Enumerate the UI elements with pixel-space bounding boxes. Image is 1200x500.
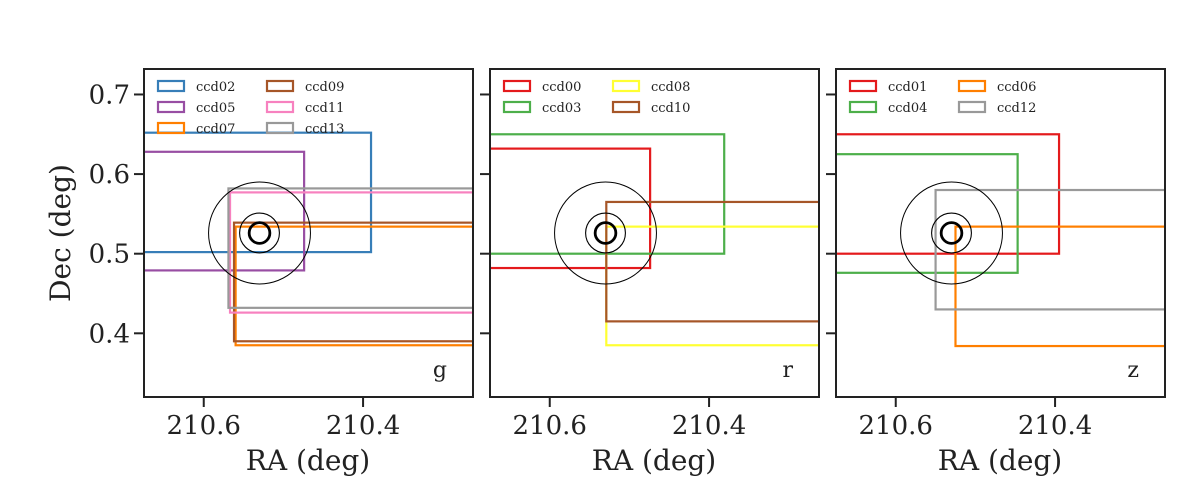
legend-swatch-ccd07 xyxy=(156,121,186,135)
legend-swatch-ccd12 xyxy=(957,100,987,114)
y-tick-label: 0.7 xyxy=(89,80,130,110)
y-tick-label: 0.5 xyxy=(89,240,130,270)
legend-label-ccd11: ccd11 xyxy=(305,101,344,116)
legend-swatch-ccd11 xyxy=(265,100,295,114)
band-label: z xyxy=(1127,358,1139,383)
y-tick-label: 0.6 xyxy=(89,160,130,190)
plot-area xyxy=(490,133,819,347)
axes-frame xyxy=(835,68,1166,398)
legend-swatch-ccd03 xyxy=(502,100,532,114)
legend-swatch-ccd06 xyxy=(957,79,987,93)
footprint-ccd09 xyxy=(232,221,473,343)
legend-label-ccd09: ccd09 xyxy=(305,80,344,95)
target-circle-inner xyxy=(247,221,272,245)
target-circle-outer xyxy=(554,181,657,285)
y-axis-label: Dec (deg) xyxy=(44,164,77,302)
legend-label-ccd07: ccd07 xyxy=(196,122,235,137)
x-tick-label: 210.6 xyxy=(513,411,587,441)
band-label: g xyxy=(433,358,447,383)
footprint-ccd13 xyxy=(227,187,473,309)
legend-label-ccd08: ccd08 xyxy=(651,80,690,95)
target-circle-middle xyxy=(585,212,626,254)
legend-label-ccd01: ccd01 xyxy=(888,80,927,95)
footprint-ccd08 xyxy=(605,225,819,347)
legend-swatch-ccd08 xyxy=(611,79,641,93)
y-tick-label: 0.4 xyxy=(89,319,130,349)
footprint-ccd06 xyxy=(954,225,1165,348)
target-circle-outer xyxy=(208,181,311,285)
x-tick-label: 210.6 xyxy=(167,411,241,441)
footprint-ccd01 xyxy=(836,133,1061,255)
legend-label-ccd13: ccd13 xyxy=(305,122,344,137)
target-circle-outer xyxy=(900,181,1003,285)
legend-label-ccd03: ccd03 xyxy=(542,101,581,116)
legend-label-ccd02: ccd02 xyxy=(196,80,235,95)
x-tick-label: 210.6 xyxy=(859,411,933,441)
footprint-ccd12 xyxy=(934,188,1165,311)
legend-label-ccd12: ccd12 xyxy=(997,101,1036,116)
plot-area xyxy=(836,133,1165,348)
legend-label-ccd10: ccd10 xyxy=(651,101,690,116)
legend-swatch-ccd10 xyxy=(611,100,641,114)
x-axis-label: RA (deg) xyxy=(938,444,1062,477)
legend-swatch-ccd13 xyxy=(265,121,295,135)
legend-label-ccd00: ccd00 xyxy=(542,80,581,95)
legend-swatch-ccd01 xyxy=(848,79,878,93)
footprint-ccd00 xyxy=(490,147,652,270)
footprint-ccd11 xyxy=(228,191,473,314)
footprint-ccd03 xyxy=(490,133,726,255)
target-circle-middle xyxy=(931,212,972,254)
x-axis-label: RA (deg) xyxy=(592,444,716,477)
target-circle-middle xyxy=(239,212,280,254)
panel-g: RA (deg) 210.6 210.4 0.4 0.5 0.6 0.7 g ccd02 ccd… xyxy=(89,68,474,477)
x-tick-label: 210.4 xyxy=(326,411,400,441)
legend-swatch-ccd02 xyxy=(156,79,186,93)
legend-swatch-ccd09 xyxy=(265,79,295,93)
legend-label-ccd05: ccd05 xyxy=(196,101,235,116)
legend-swatch-ccd05 xyxy=(156,100,186,114)
x-axis-label: RA (deg) xyxy=(246,444,370,477)
target-circle-inner xyxy=(939,221,964,245)
footprint-ccd04 xyxy=(836,153,1019,274)
x-tick-label: 210.4 xyxy=(1018,411,1092,441)
band-label: r xyxy=(782,358,793,383)
legend-swatch-ccd00 xyxy=(502,79,532,93)
panel-r: RA (deg) 210.6 210.4 r ccd00 ccd03 ccd08 ccd10 xyxy=(480,68,820,477)
plot-area xyxy=(144,131,473,347)
axes-frame xyxy=(489,68,820,398)
target-circle-inner xyxy=(593,221,618,245)
axes-frame xyxy=(143,68,474,398)
legend-label-ccd06: ccd06 xyxy=(997,80,1036,95)
footprint-ccd07 xyxy=(234,225,473,347)
footprint-ccd05 xyxy=(144,150,306,272)
footprint-ccd10 xyxy=(605,200,819,323)
x-tick-label: 210.4 xyxy=(672,411,746,441)
legend-label-ccd04: ccd04 xyxy=(888,101,927,116)
panel-z: RA (deg) 210.6 210.4 z ccd01 ccd04 ccd06 ccd12 xyxy=(826,68,1166,477)
legend-swatch-ccd04 xyxy=(848,100,878,114)
